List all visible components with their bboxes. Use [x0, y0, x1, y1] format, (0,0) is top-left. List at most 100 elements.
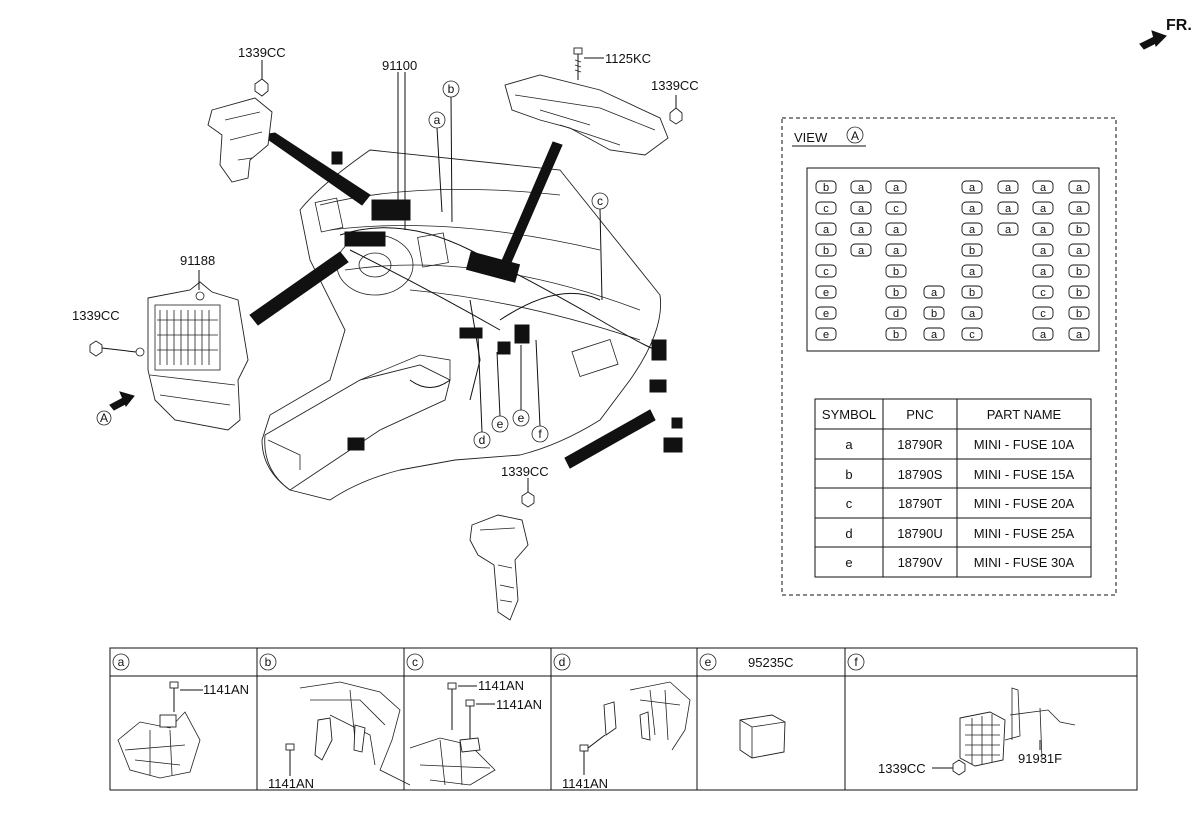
fuse-slot-letter: c: [969, 329, 975, 341]
callout-c: c: [591, 192, 609, 210]
table-cell-pnc: 18790T: [898, 496, 942, 511]
fuse-slot-letter: a: [1005, 182, 1012, 194]
connector-block: [514, 324, 530, 344]
fuse-slot-letter: a: [969, 182, 976, 194]
connector-block: [459, 327, 483, 339]
fuse-slot-letter: a: [969, 266, 976, 278]
leader-line: [436, 127, 443, 213]
leader-line: [101, 347, 137, 353]
fuse-slot-letter: a: [893, 182, 900, 194]
fuse-slot-letter: b: [823, 182, 829, 194]
fuse-slot: a: [961, 201, 983, 215]
table-cell-symbol: e: [845, 555, 852, 570]
fr-label: FR.: [1166, 17, 1192, 34]
dash-line: [329, 225, 601, 251]
panel-a-header: a: [112, 653, 130, 671]
fuse-slot-letter: e: [823, 308, 829, 320]
fuse-slot: a: [885, 222, 907, 236]
fuse-slot-letter: b: [1076, 224, 1082, 236]
panel-b-label: 1141AN: [268, 776, 314, 791]
fuse-slot: a: [1032, 180, 1054, 194]
nut-icon: [89, 340, 103, 357]
fuse-slot-letter: a: [893, 224, 900, 236]
svg-text:c: c: [597, 194, 603, 208]
front-direction-marker: FR.: [1139, 17, 1192, 50]
nut-icon: [669, 107, 683, 125]
connector-block: [671, 417, 683, 429]
table-cell-symbol: a: [845, 437, 853, 452]
nut-label: 1339CC: [651, 78, 699, 93]
fuse-slot: a: [961, 222, 983, 236]
nut-label: 1339CC: [238, 45, 286, 60]
nut-icon: [254, 78, 269, 97]
fuse-slot: a: [961, 306, 983, 320]
fuse-slot: a: [1068, 327, 1090, 341]
svg-text:d: d: [559, 655, 566, 669]
fuse-slot: e: [815, 306, 837, 320]
nut-label: 1339CC: [72, 308, 120, 323]
nut-icon: [521, 491, 535, 508]
fuse-slot-letter: a: [1076, 329, 1083, 341]
fuse-slot: a: [885, 243, 907, 257]
leader-line: [599, 208, 603, 301]
svg-text:e: e: [497, 417, 504, 431]
fuse-slot: b: [923, 306, 945, 320]
callout-e: e: [512, 409, 530, 427]
fuse-slot: b: [1068, 306, 1090, 320]
table-cell-pnc: 18790S: [898, 467, 943, 482]
fuse-slot-letter: a: [858, 182, 865, 194]
dash-top-edge: [319, 188, 561, 206]
fuse-slot-letter: b: [969, 287, 975, 299]
table-cell-part-name: MINI - FUSE 25A: [974, 526, 1075, 541]
connector-block: [347, 437, 365, 451]
table-cell-part-name: MINI - FUSE 15A: [974, 467, 1075, 482]
fuse-slot-letter: a: [1076, 245, 1083, 257]
panel-f-label: 91931F: [1018, 751, 1062, 766]
lower-bracket: [469, 514, 529, 621]
fuse-slot-letter: a: [1076, 203, 1083, 215]
fuse-slot: b: [885, 285, 907, 299]
fuse-slot-letter: a: [858, 203, 865, 215]
fuse-slot-letter: b: [893, 287, 899, 299]
fuse-slot: a: [850, 201, 872, 215]
fuse-panel: [806, 167, 1100, 352]
fuse-slot: a: [997, 180, 1019, 194]
harness-label: 91100: [382, 58, 417, 73]
pointer-band: [249, 251, 349, 326]
table-header-pnc: PNC: [906, 407, 933, 422]
fuse-slot-letter: d: [893, 308, 899, 320]
fuse-slot: c: [1032, 306, 1054, 320]
fuse-slot-letter: a: [1040, 224, 1047, 236]
fuse-slot: e: [815, 285, 837, 299]
fuse-slot: a: [850, 180, 872, 194]
connector-block: [371, 199, 411, 221]
callout-f: f: [531, 425, 549, 443]
panel-e-code: 95235C: [748, 655, 794, 670]
table-cell-symbol: b: [845, 467, 852, 482]
bolt-icon: [573, 47, 583, 80]
svg-text:e: e: [705, 655, 712, 669]
harness-wire: [499, 292, 601, 321]
fuse-slot: b: [815, 243, 837, 257]
harness-wire: [409, 379, 451, 388]
fuse-slot: b: [815, 180, 837, 194]
right-upper-bracket: [504, 74, 669, 156]
callout-e: e: [491, 415, 509, 433]
fuse-slot: a: [850, 222, 872, 236]
fuse-slot-letter: a: [969, 203, 976, 215]
fuse-slot: b: [1068, 222, 1090, 236]
fuse-slot: a: [961, 264, 983, 278]
fuse-slot: a: [885, 180, 907, 194]
fuse-slot-letter: a: [823, 224, 830, 236]
panel-c-label: 1141AN: [478, 678, 524, 693]
panel-a-drawing: [117, 681, 203, 779]
fuse-slot: c: [961, 327, 983, 341]
svg-text:a: a: [434, 113, 441, 127]
fuse-slot: a: [923, 285, 945, 299]
fuse-slot-letter: a: [1040, 182, 1047, 194]
fuse-slot: b: [1068, 264, 1090, 278]
